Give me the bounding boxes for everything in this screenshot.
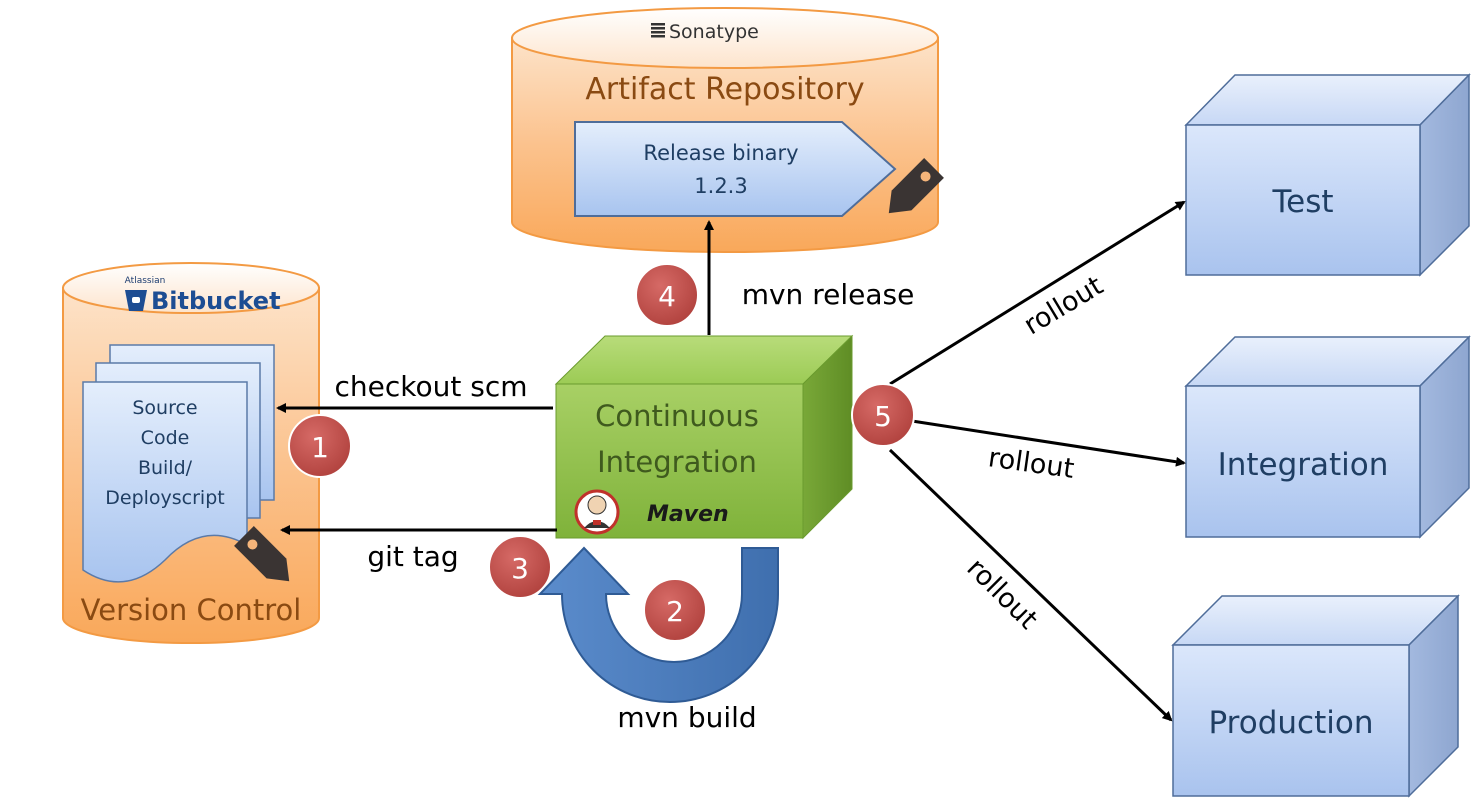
step-number-1: 1: [311, 431, 329, 464]
maven-logo: Maven: [647, 502, 729, 527]
doc-line-source: Source: [132, 397, 197, 419]
version-control: Atlassian Bitbucket Source Code Build/ D…: [62, 262, 320, 644]
mvn-release-label: mvn release: [742, 278, 915, 311]
step-badge-5: 5: [851, 383, 915, 447]
step-badge-3: 3: [488, 535, 552, 599]
step-number-2: 2: [666, 595, 684, 628]
step-number-3: 3: [511, 552, 529, 585]
mvn-build-loop-arrow: [537, 546, 779, 703]
arrows: [276, 200, 1186, 722]
sonatype-logo-icon: [651, 23, 665, 38]
step-badge-1: 1: [288, 414, 352, 478]
artifact-repository-title: Artifact Repository: [585, 72, 864, 107]
bitbucket-logo-icon: [125, 290, 147, 311]
bitbucket-brand: Bitbucket: [151, 287, 281, 315]
production-label: Production: [1209, 705, 1374, 741]
tag-icon: [888, 158, 944, 214]
doc-line-build: Build/: [138, 457, 193, 479]
artifact-repository: Sonatype Artifact Repository Release bin…: [511, 7, 944, 253]
step-badge-2: 2: [643, 578, 707, 642]
rollout-test-arrow: [889, 200, 1186, 386]
step-number-4: 4: [658, 280, 676, 313]
step-number-5: 5: [874, 400, 892, 433]
test-environment-box: Test: [1184, 73, 1471, 277]
version-control-title: Version Control: [81, 593, 302, 627]
integration-label: Integration: [1218, 447, 1389, 483]
ci-label-line1: Continuous: [595, 399, 759, 433]
rollout-integration-arrow: [911, 419, 1186, 467]
ci-label-line2: Integration: [597, 445, 757, 479]
release-binary-box: [574, 121, 897, 217]
sonatype-brand: Sonatype: [669, 21, 759, 43]
doc-line-code: Code: [141, 427, 190, 449]
release-binary-label: Release binary: [643, 141, 798, 165]
release-binary-version: 1.2.3: [694, 174, 747, 198]
rollout-production-label: rollout: [961, 553, 1044, 636]
step-badge-4: 4: [635, 263, 699, 327]
atlassian-brand: Atlassian: [125, 276, 166, 286]
rollout-test-label: rollout: [1019, 270, 1109, 341]
checkout-scm-label: checkout scm: [335, 370, 528, 403]
integration-environment-box: Integration: [1184, 335, 1471, 539]
source-documents: [82, 344, 275, 583]
production-environment-box: Production: [1171, 594, 1460, 798]
tag-icon: [234, 526, 290, 582]
test-label: Test: [1271, 184, 1333, 220]
mvn-build-label: mvn build: [617, 701, 756, 734]
jenkins-logo-icon: [574, 489, 620, 535]
rollout-production-arrow: [888, 448, 1173, 722]
git-tag-label: git tag: [367, 540, 458, 573]
doc-line-deployscript: Deployscript: [105, 487, 224, 509]
rollout-integration-label: rollout: [986, 442, 1076, 485]
continuous-integration-box: Continuous Integration Maven: [554, 334, 854, 540]
